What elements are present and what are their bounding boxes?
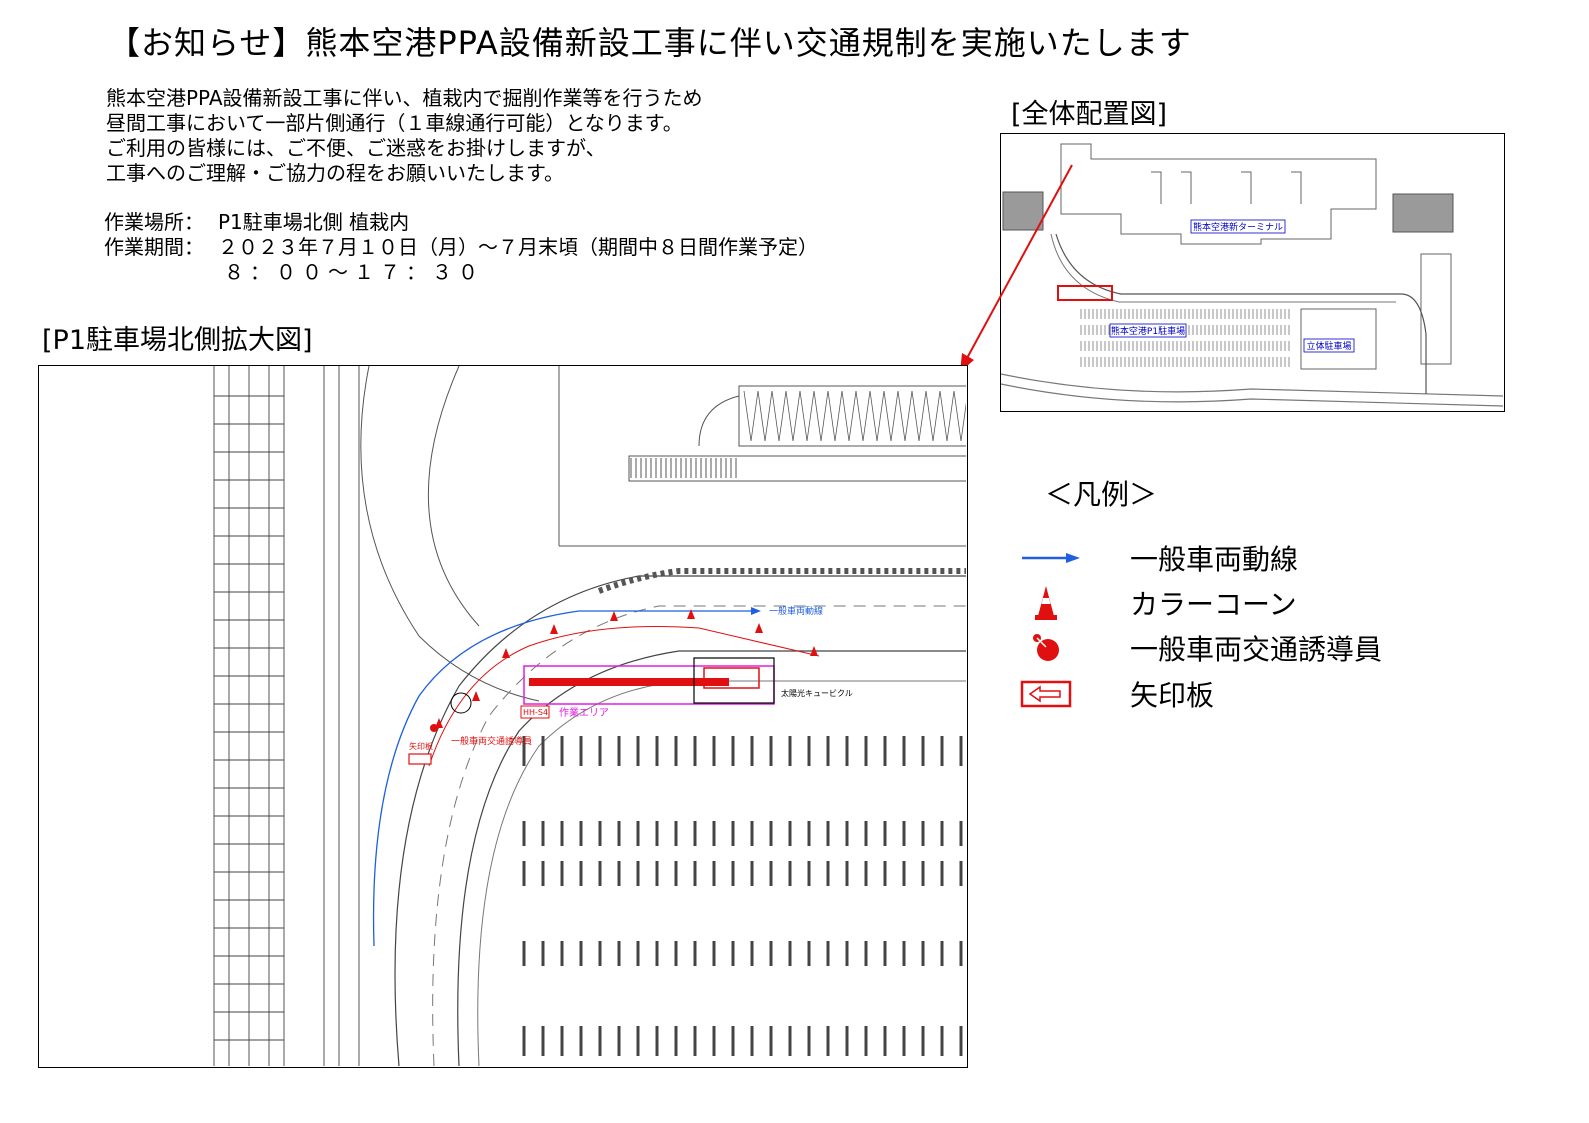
work-info: 作業場所： P1駐車場北側 植栽内 作業期間： ２０２３年７月１０日（月）～７月… bbox=[104, 210, 818, 285]
detail-map: 一般車両動線 太陽光キュービクル HH-S4 作業エリア 一般車両交通誘導員 矢… bbox=[38, 365, 968, 1068]
legend-title: ＜凡例＞ bbox=[1045, 478, 1158, 511]
page-title: 【お知らせ】熊本空港PPA設備新設工事に伴い交通規制を実施いたします bbox=[108, 24, 1192, 62]
multistory-parking-label: 立体駐車場 bbox=[1306, 340, 1351, 352]
arrow-board-icon bbox=[1020, 680, 1072, 708]
legend-label: 一般車両交通誘導員 bbox=[1130, 633, 1383, 666]
legend-label: カラーコーン bbox=[1130, 588, 1297, 621]
overall-map-title: [全体配置図] bbox=[1011, 99, 1168, 130]
legend-item-traffic-guide: 一般車両交通誘導員 bbox=[1020, 628, 1440, 668]
work-period-value: ２０２３年７月１０日（月）～７月末頃（期間中８日間作業予定） bbox=[218, 235, 818, 259]
hhs4-label: HH-S4 bbox=[523, 708, 548, 717]
notice-line: 昼間工事において一部片側通行（１車線通行可能）となります。 bbox=[106, 111, 683, 135]
traffic-cones bbox=[435, 609, 818, 728]
legend-label: 矢印板 bbox=[1130, 679, 1215, 712]
vehicle-route-label: 一般車両動線 bbox=[769, 605, 823, 617]
arrow-board-label: 矢印板 bbox=[409, 741, 433, 751]
notice-text: 熊本空港PPA設備新設工事に伴い、植栽内で掘削作業等を行うため 昼間工事において… bbox=[106, 86, 703, 186]
work-location-row: 作業場所： P1駐車場北側 植栽内 bbox=[104, 210, 818, 235]
legend-item-arrow-board: 矢印板 bbox=[1020, 674, 1440, 714]
notice-line: ご利用の皆様には、ご不便、ご迷惑をお掛けしますが、 bbox=[106, 136, 606, 160]
traffic-guide-label: 一般車両交通誘導員 bbox=[451, 735, 532, 747]
detail-map-drawing: 一般車両動線 太陽光キュービクル HH-S4 作業エリア 一般車両交通誘導員 矢… bbox=[213, 366, 967, 1067]
work-location-label: 作業場所： bbox=[104, 210, 204, 234]
highlighted-area-marker bbox=[1057, 285, 1113, 301]
overall-parking-stalls bbox=[1080, 309, 1290, 367]
cubicle-label: 太陽光キュービクル bbox=[781, 688, 853, 698]
work-period-row: 作業期間： ２０２３年７月１０日（月）～７月末頃（期間中８日間作業予定） bbox=[104, 235, 818, 260]
work-time-value: ８：００～１７：３０ bbox=[224, 260, 484, 284]
overall-map: 熊本空港新ターミナル 熊本空港P1駐車場 立体駐車場 bbox=[1000, 133, 1505, 412]
restricted-lane-line bbox=[428, 625, 820, 767]
legend-item-cone: カラーコーン bbox=[1020, 583, 1440, 623]
notice-line: 工事へのご理解・ご協力の程をお願いいたします。 bbox=[106, 161, 564, 185]
work-excavation-bar bbox=[529, 678, 729, 686]
building-hatch bbox=[743, 390, 967, 442]
detail-map-title: [P1駐車場北側拡大図] bbox=[42, 325, 313, 356]
overall-map-drawing: 熊本空港新ターミナル 熊本空港P1駐車場 立体駐車場 bbox=[1000, 143, 1504, 407]
parking-stalls bbox=[522, 736, 963, 1056]
arrow-board-marker bbox=[408, 753, 432, 765]
vehicle-route-line bbox=[372, 610, 749, 947]
work-location-value: P1駐車場北側 植栽内 bbox=[218, 210, 410, 234]
work-area-label: 作業エリア bbox=[559, 706, 609, 719]
callout-arrow bbox=[960, 164, 1073, 372]
legend-item-vehicle-route: 一般車両動線 bbox=[1020, 538, 1440, 578]
legend-label: 一般車両動線 bbox=[1130, 543, 1299, 576]
traffic-guide-marker bbox=[430, 724, 438, 732]
sidewalk-grid bbox=[213, 366, 360, 1066]
traffic-cone-icon bbox=[1035, 586, 1057, 620]
work-period-label: 作業期間： bbox=[104, 235, 204, 259]
p1-parking-label: 熊本空港P1駐車場 bbox=[1111, 325, 1185, 337]
blue-arrow-icon bbox=[1022, 553, 1080, 563]
traffic-guide-icon bbox=[1033, 634, 1059, 661]
building-stripes bbox=[630, 458, 737, 478]
terminal-label: 熊本空港新ターミナル bbox=[1193, 221, 1283, 233]
notice-line: 熊本空港PPA設備新設工事に伴い、植栽内で掘削作業等を行うため bbox=[106, 86, 703, 110]
